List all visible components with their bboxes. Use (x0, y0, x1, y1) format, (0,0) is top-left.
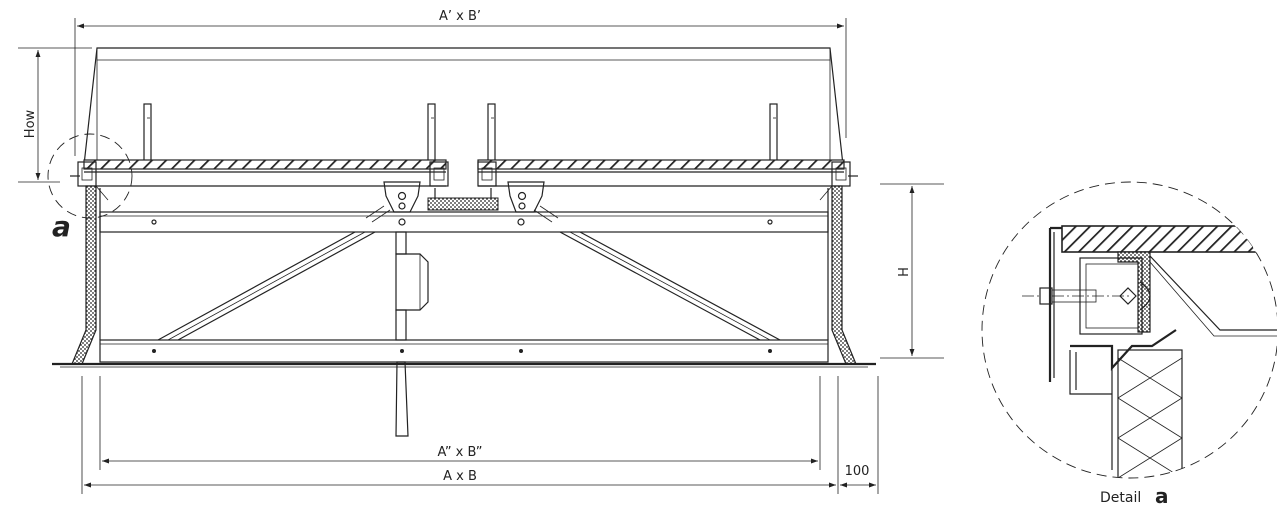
detail-marker-label: a (52, 210, 71, 243)
dim-inner-width: A” x B” (438, 445, 483, 460)
dim-flange: 100 (845, 464, 870, 479)
dim-top-width: A’ x B’ (439, 9, 481, 24)
detail-caption-letter: a (1155, 484, 1169, 508)
side-walls (71, 185, 857, 365)
lid-stays (143, 103, 778, 165)
dim-h: H (897, 267, 912, 277)
dim-how: How (23, 109, 38, 138)
motor-unit (395, 231, 429, 437)
detail-a-view: Detail a (981, 181, 1277, 508)
frame-rails (99, 211, 829, 363)
main-elevation: a (47, 47, 876, 437)
detail-caption-prefix: Detail (1100, 490, 1141, 506)
lid-panels (83, 159, 845, 173)
dim-outer-width: A x B (443, 469, 477, 484)
detail-marker-circle (47, 133, 133, 219)
diagonal-bracing (157, 231, 781, 341)
dimensions: A’ x B’ How H A” x B” A x B 100 (18, 9, 944, 494)
